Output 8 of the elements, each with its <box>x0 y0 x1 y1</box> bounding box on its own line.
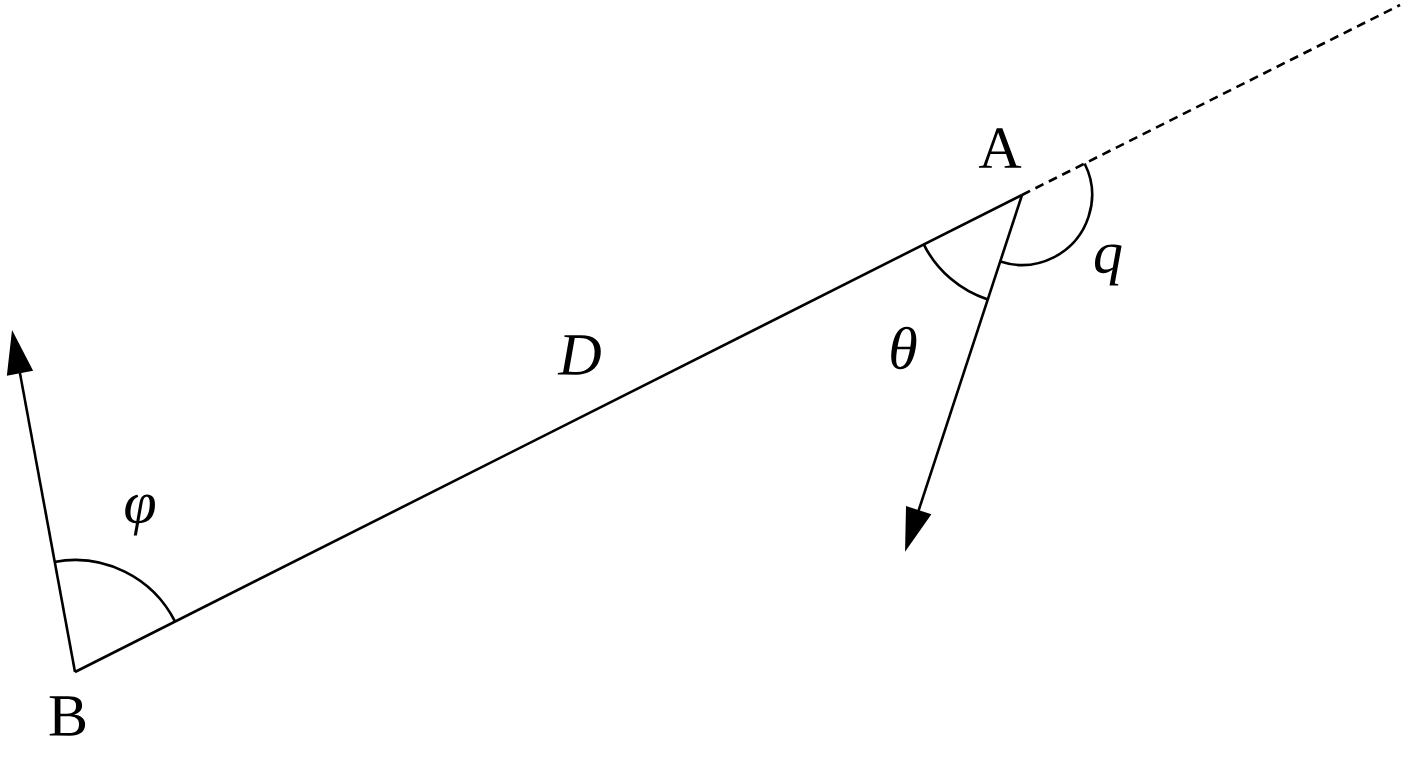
angle-label: φ <box>125 494 155 536</box>
line <box>74 193 1023 674</box>
angle-label: θ <box>891 326 917 370</box>
dashed-line <box>1021 3 1401 197</box>
vertex-label: A <box>978 128 1022 168</box>
edge-label: D <box>557 335 601 375</box>
vertex-label: B <box>49 696 86 736</box>
angle-label: q <box>1095 244 1122 286</box>
